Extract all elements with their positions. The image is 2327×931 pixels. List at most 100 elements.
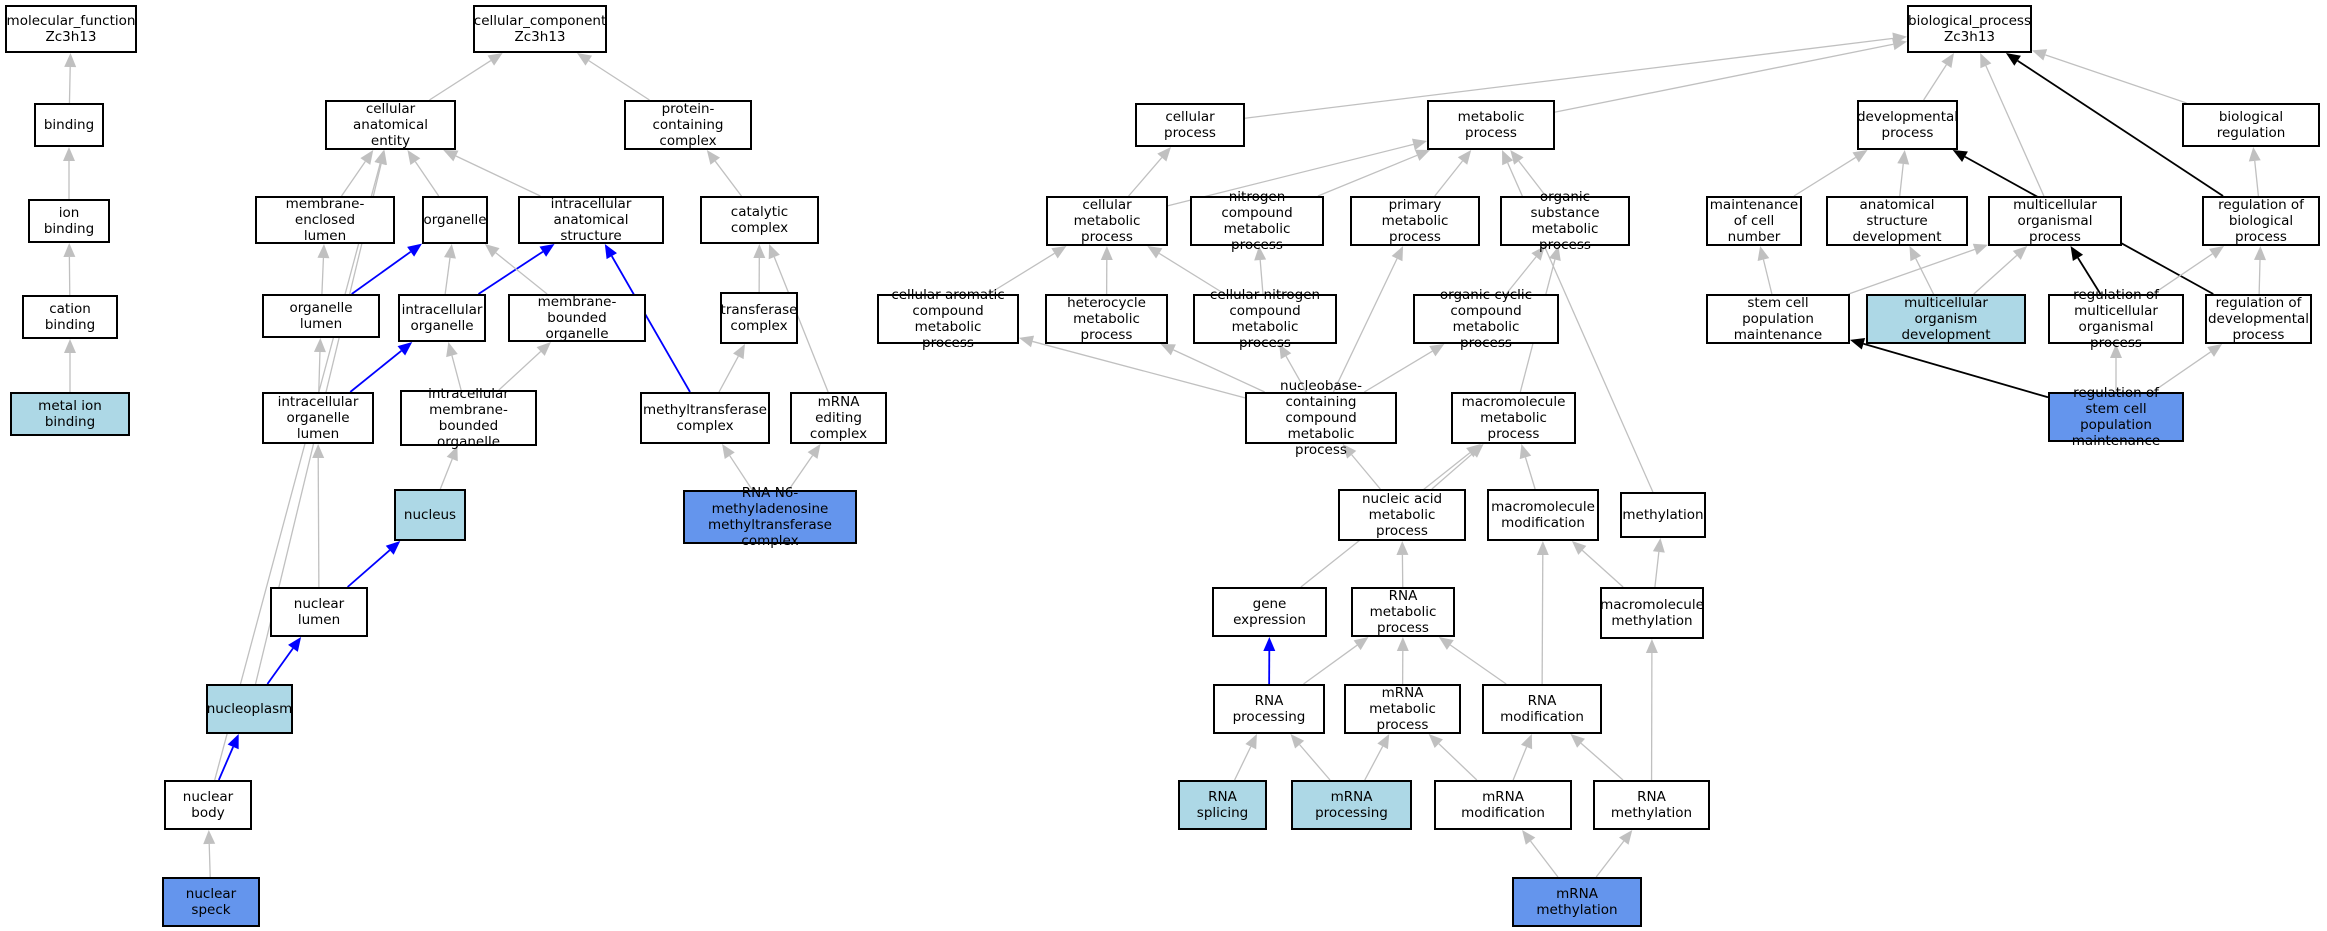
go-term-label: organic substance metabolic process xyxy=(1530,189,1600,253)
edge-rna_meth-to-mm_meth xyxy=(1645,639,1658,781)
arrowhead xyxy=(1342,444,1357,459)
go-term-label: RNA metabolic process xyxy=(1369,588,1437,636)
go-term-mtc[interactable]: methyltransferase complex xyxy=(640,392,770,444)
edge-mm_meth-to-mm_mod xyxy=(1571,541,1624,588)
go-term-scpm[interactable]: stem cell population maintenance xyxy=(1706,294,1850,344)
go-term-mbo[interactable]: membrane-bounded organelle xyxy=(508,294,646,342)
go-term-ion-binding[interactable]: ion binding xyxy=(28,199,110,243)
edge-rna_splice-to-rna_proc xyxy=(1234,734,1257,781)
go-term-pmp[interactable]: primary metabolic process xyxy=(1350,196,1480,246)
edge-mrnamp-to-rnamp xyxy=(1396,637,1409,685)
go-term-mcn[interactable]: maintenance of cell number xyxy=(1706,196,1802,246)
go-term-rscpm[interactable]: regulation of stem cell population maint… xyxy=(2048,385,2184,449)
go-term-namp[interactable]: nucleic acid metabolic process xyxy=(1338,489,1466,541)
go-term-label: cellular anatomical entity xyxy=(352,101,428,149)
go-term-cacmp[interactable]: cellular aromatic compound metabolic pro… xyxy=(877,287,1019,351)
edge-mrna_meth-to-mrna_mod xyxy=(1522,830,1559,878)
go-term-bp-root[interactable]: biological_process Zc3h13 xyxy=(1907,5,2032,53)
go-term-ncmp[interactable]: nitrogen compound metabolic process xyxy=(1190,189,1324,253)
go-term-metal-ion-binding[interactable]: metal ion binding xyxy=(10,392,130,436)
go-term-iol[interactable]: intracellular organelle lumen xyxy=(262,392,374,444)
go-term-rmop[interactable]: regulation of multicellular organismal p… xyxy=(2048,287,2184,351)
go-term-nuc-lumen[interactable]: nuclear lumen xyxy=(270,587,368,637)
arrowhead xyxy=(1438,637,1454,650)
go-term-mf-root[interactable]: molecular_function Zc3h13 xyxy=(5,5,137,53)
go-term-label: nuclear lumen xyxy=(293,596,345,628)
go-term-mrna-meth[interactable]: mRNA methylation xyxy=(1512,877,1642,927)
go-term-asd[interactable]: anatomical structure development xyxy=(1826,196,1968,246)
go-term-mel[interactable]: membrane-enclosed lumen xyxy=(255,196,395,244)
go-term-hmp[interactable]: heterocycle metabolic process xyxy=(1045,294,1168,344)
go-term-transferase[interactable]: transferase complex xyxy=(720,292,798,344)
arrowhead xyxy=(487,53,503,66)
go-term-ic-org[interactable]: intracellular organelle xyxy=(398,294,486,342)
go-term-label: biological_process Zc3h13 xyxy=(1908,13,2031,45)
go-term-label: mRNA methylation xyxy=(1536,886,1618,918)
go-term-nuc-speck[interactable]: nuclear speck xyxy=(162,877,260,927)
go-term-cation-binding[interactable]: cation binding xyxy=(22,295,118,339)
arrowhead xyxy=(374,150,386,166)
go-term-mmp[interactable]: macromolecule metabolic process xyxy=(1451,392,1576,444)
go-term-cncmp[interactable]: cellular nitrogen compound metabolic pro… xyxy=(1193,287,1337,351)
go-term-organelle[interactable]: organelle xyxy=(422,196,488,244)
go-term-dev-proc[interactable]: developmental process xyxy=(1857,100,1958,150)
go-term-nucleoplasm[interactable]: nucleoplasm xyxy=(206,684,293,734)
go-term-mrna-edit[interactable]: mRNA editing complex xyxy=(790,392,887,444)
edge-rdp-to-rbp xyxy=(2254,246,2267,295)
go-term-cmp[interactable]: cellular metabolic process xyxy=(1046,196,1168,246)
edge-osmp-to-met_proc xyxy=(1510,150,1547,197)
go-term-osmp[interactable]: organic substance metabolic process xyxy=(1500,189,1630,253)
go-term-cell-proc[interactable]: cellular process xyxy=(1135,103,1245,147)
go-term-rna-mod[interactable]: RNA modification xyxy=(1482,684,1602,734)
edge-rna_mod-to-rnamp xyxy=(1438,637,1507,685)
edge-rscpm-to-scpm xyxy=(1850,338,2049,399)
arrowhead xyxy=(1279,344,1292,360)
edge-ic_org-to-organelle xyxy=(444,244,456,295)
go-term-rdp[interactable]: regulation of developmental process xyxy=(2205,294,2312,344)
go-term-occmp[interactable]: organic cyclic compound metabolic proces… xyxy=(1413,287,1559,351)
arrowhead xyxy=(1353,637,1369,651)
arrowhead xyxy=(2207,344,2223,357)
go-term-catalytic[interactable]: catalytic complex xyxy=(700,196,819,244)
go-term-m6a[interactable]: RNA N6-methyladenosine methyltransferase… xyxy=(683,485,857,549)
go-term-imbo[interactable]: intracellular membrane-bounded organelle xyxy=(400,386,537,450)
go-term-mrna-proc[interactable]: mRNA processing xyxy=(1291,780,1412,830)
go-term-pcc[interactable]: protein-containing complex xyxy=(624,100,752,150)
arrowhead xyxy=(753,244,766,259)
go-term-ias[interactable]: intracellular anatomical structure xyxy=(518,196,664,244)
go-term-mrna-mod[interactable]: mRNA modification xyxy=(1434,780,1572,830)
arrowhead xyxy=(203,830,216,845)
edge-nuc_body-to-nucleoplasm xyxy=(217,734,239,781)
arrowhead xyxy=(1549,246,1561,262)
go-term-mod[interactable]: multicellular organism development xyxy=(1866,294,2026,344)
go-term-mm-mod[interactable]: macromolecule modification xyxy=(1487,489,1599,541)
go-term-label: metal ion binding xyxy=(38,398,102,430)
arrowhead xyxy=(227,734,239,750)
go-term-binding[interactable]: binding xyxy=(34,103,104,147)
go-term-nbccmp[interactable]: nucleobase-containing compound metabolic… xyxy=(1245,378,1397,458)
go-term-cc-root[interactable]: cellular_component Zc3h13 xyxy=(473,5,607,53)
go-term-label: molecular_function Zc3h13 xyxy=(6,13,136,45)
go-term-mrnamp[interactable]: mRNA metabolic process xyxy=(1344,684,1461,734)
arrowhead xyxy=(1645,639,1658,654)
go-term-org-lumen[interactable]: organelle lumen xyxy=(262,294,380,338)
arrowhead xyxy=(63,243,76,258)
go-term-rnamp[interactable]: RNA metabolic process xyxy=(1351,587,1455,637)
go-term-rna-proc[interactable]: RNA processing xyxy=(1213,684,1325,734)
edge-org_lumen-to-mel xyxy=(317,244,330,295)
go-term-nucleus[interactable]: nucleus xyxy=(394,489,466,541)
go-term-bio-reg[interactable]: biological regulation xyxy=(2182,103,2320,147)
go-term-rna-meth[interactable]: RNA methylation xyxy=(1593,780,1710,830)
go-term-met-proc[interactable]: metabolic process xyxy=(1427,100,1555,150)
go-term-cae[interactable]: cellular anatomical entity xyxy=(325,100,456,150)
go-term-mm-meth[interactable]: macromolecule methylation xyxy=(1600,587,1704,639)
go-term-mop[interactable]: multicellular organismal process xyxy=(1988,196,2122,246)
go-term-methylation[interactable]: methylation xyxy=(1620,492,1706,538)
edge-cncmp-to-cmp xyxy=(1147,246,1226,295)
go-term-nuc-body[interactable]: nuclear body xyxy=(164,780,252,830)
go-term-label: heterocycle metabolic process xyxy=(1067,295,1146,343)
go-term-gene-expr[interactable]: gene expression xyxy=(1212,587,1327,637)
go-term-rna-splice[interactable]: RNA splicing xyxy=(1178,780,1267,830)
go-term-label: macromolecule modification xyxy=(1491,499,1595,531)
go-term-rbp[interactable]: regulation of biological process xyxy=(2202,196,2320,246)
